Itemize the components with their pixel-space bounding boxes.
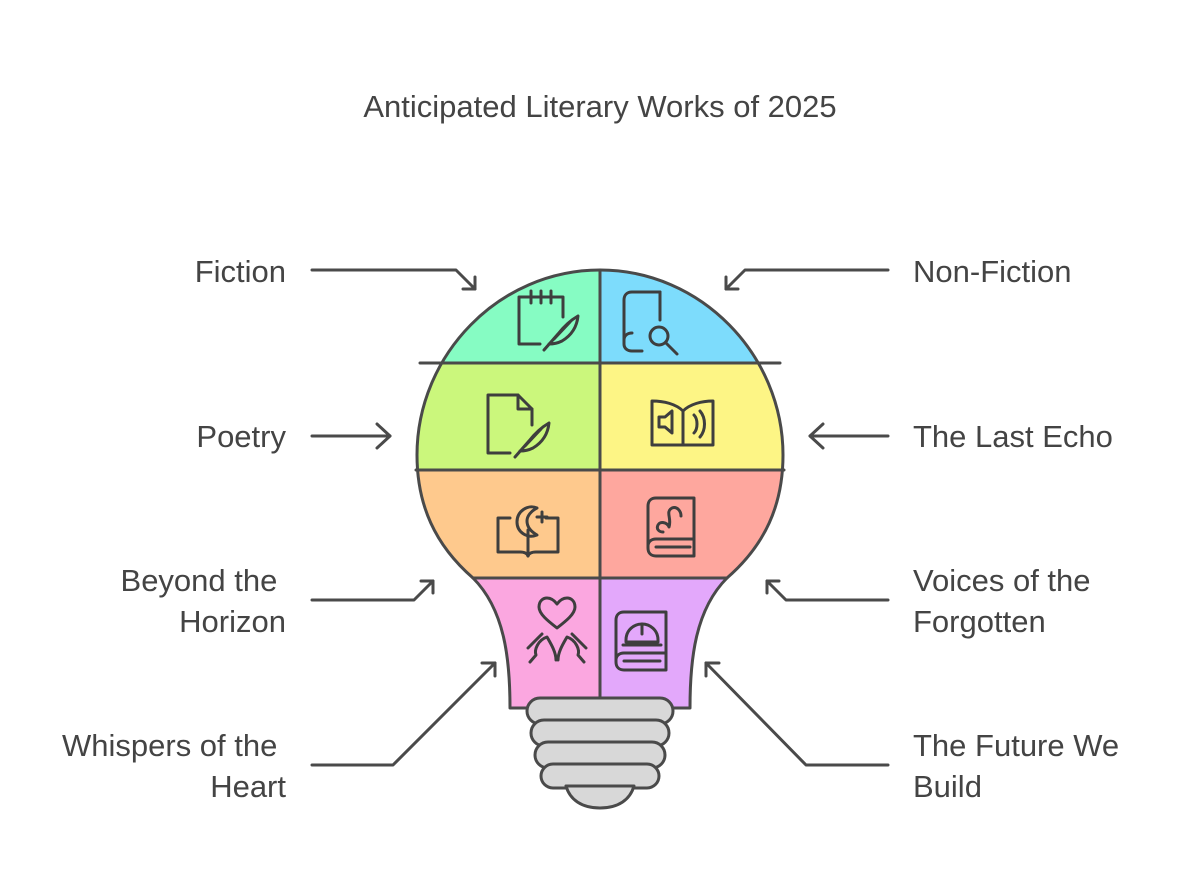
label-beyond-the-horizon: Beyond the Horizon (121, 563, 286, 639)
arrow-the-future-we-build (704, 661, 890, 767)
label-the-future-we-build-line-1: The Future We (913, 728, 1119, 763)
document-feather-icon (486, 393, 551, 459)
arrow-non-fiction (724, 268, 890, 291)
arrow-poetry (310, 422, 392, 450)
label-whispers-of-the-heart: Whispers of the Heart (62, 728, 286, 804)
arrow-whispers-of-the-heart (310, 661, 497, 767)
label-the-future-we-build: The Future We Build (913, 728, 1128, 804)
music-book-icon (646, 496, 696, 558)
hardhat-book-icon (614, 610, 668, 672)
label-non-fiction: Non-Fiction (913, 254, 1072, 289)
audiobook-icon (650, 399, 715, 447)
arrow-beyond-the-horizon (310, 579, 435, 602)
diagram-title: Anticipated Literary Works of 2025 (363, 89, 836, 124)
arrow-the-last-echo (808, 422, 890, 450)
label-voices-of-the-forgotten-line-1: Voices of the (913, 563, 1091, 598)
label-voices-of-the-forgotten-line-2: Forgotten (913, 604, 1046, 639)
segment-fiction (417, 270, 600, 363)
label-whispers-of-the-heart-line-2: Heart (210, 769, 286, 804)
arrow-fiction (310, 268, 477, 291)
label-voices-of-the-forgotten: Voices of the Forgotten (913, 563, 1099, 639)
bulb-outline (415, 268, 785, 710)
notepad-feather-icon (517, 289, 580, 352)
bulb-base (525, 696, 675, 810)
hands-heart-icon (526, 596, 588, 664)
label-whispers-of-the-heart-line-1: Whispers of the (62, 728, 277, 763)
segment-non-fiction (600, 270, 783, 363)
label-the-last-echo: The Last Echo (913, 419, 1113, 454)
label-fiction: Fiction (195, 254, 286, 289)
book-search-icon (622, 290, 679, 356)
moon-book-icon (496, 505, 560, 558)
segment-dividers (414, 268, 786, 710)
label-beyond-the-horizon-line-2: Horizon (179, 604, 286, 639)
segment-the-last-echo (600, 363, 783, 470)
label-the-future-we-build-line-2: Build (913, 769, 982, 804)
label-beyond-the-horizon-line-1: Beyond the (121, 563, 278, 598)
label-poetry: Poetry (196, 419, 286, 454)
arrow-voices-of-the-forgotten (765, 579, 890, 602)
